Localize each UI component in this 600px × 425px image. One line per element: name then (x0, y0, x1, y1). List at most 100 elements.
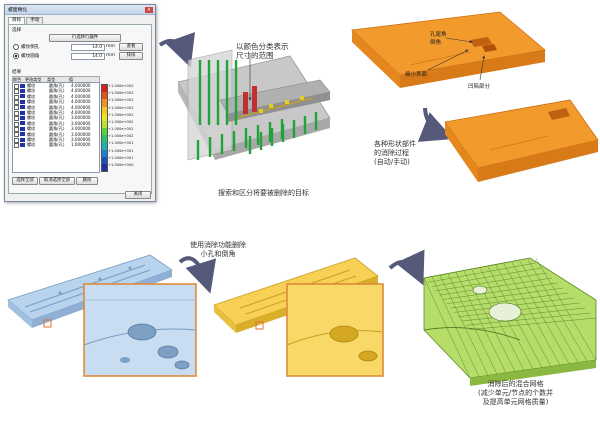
color-scale-segment (102, 156, 107, 164)
arrange-button[interactable]: 排排 (119, 52, 143, 60)
result-row[interactable]: 螺纹圆角(孔)3.000000 (13, 126, 99, 132)
dialog-close-button[interactable]: 关闭 (125, 191, 151, 199)
row-name: 螺纹 (27, 115, 36, 121)
row-type: 圆角(孔) (49, 99, 65, 105)
mesh-line (431, 267, 542, 287)
row-checkbox[interactable] (14, 132, 19, 138)
result-row[interactable]: 螺纹圆角(孔)4.000000 (13, 93, 99, 100)
label-pit: 凹陷部分 (468, 84, 491, 90)
row-value: 4.000000 (71, 88, 91, 94)
tab-manual[interactable]: 手动 (26, 17, 44, 24)
mesh-line (427, 262, 536, 283)
chamfer-unit: mm (106, 44, 115, 49)
result-row[interactable]: 螺纹圆角(孔)4.000000 (13, 99, 99, 105)
dialog-panel: 选择 行选择行器件 螺纹倒孔 14.0 mm 查看 螺纹圆角 14.0 mm 排… (8, 24, 152, 194)
row-checkbox[interactable] (14, 121, 19, 127)
row-name: 螺纹 (27, 109, 36, 115)
orange-plate-before (351, 11, 546, 88)
pointer-small-face (427, 49, 469, 71)
row-checkbox[interactable] (14, 116, 19, 122)
row-color-swatch (20, 110, 25, 115)
result-row[interactable]: 螺纹圆角(孔)3.000000 (13, 120, 99, 127)
result-row[interactable]: 螺纹圆角(孔)3.000000 (13, 136, 99, 143)
row-checkbox[interactable] (14, 105, 19, 111)
color-scale-label: +1.000e+001 (108, 155, 134, 160)
mesh-line (439, 277, 553, 296)
chamfer-value-input[interactable]: 14.0 (71, 44, 105, 51)
mesh-line (439, 275, 489, 376)
color-scale-segment (102, 135, 107, 143)
radio-thread-fillet[interactable] (13, 53, 19, 59)
row-checkbox[interactable] (14, 94, 19, 100)
result-row[interactable]: 螺纹圆角(孔)3.000000 (13, 131, 99, 138)
mesh-line (446, 287, 564, 304)
caption-search-target: 搜索和区分将要被删除的目标 (218, 189, 309, 197)
mesh-holes (423, 285, 522, 341)
view-button[interactable]: 查看 (119, 43, 143, 51)
deselect-all-button[interactable]: 取消选择全部 (39, 177, 75, 185)
result-row[interactable]: 螺纹圆角(孔)3.000000 (13, 115, 99, 122)
row-checkbox[interactable] (14, 143, 19, 149)
result-row[interactable]: 螺纹圆角(孔)4.000000 (13, 83, 99, 89)
color-scale-segment (102, 163, 107, 172)
row-name: 螺纹 (27, 93, 36, 99)
option-thread-fillet[interactable]: 螺纹圆角 (13, 53, 39, 59)
row-checkbox[interactable] (14, 110, 19, 116)
result-row[interactable]: 螺纹圆角(孔)4.000000 (13, 105, 99, 111)
tab-target[interactable]: 目标 (8, 17, 26, 24)
row-checkbox[interactable] (14, 89, 19, 95)
dialog-title: 螺面精化 (8, 8, 28, 13)
mesh-line (511, 262, 570, 364)
group-result-label: 结果 (12, 70, 22, 75)
row-color-swatch (20, 142, 25, 147)
caption-use-removal: 使用消除功能删除 小孔和倒角 (190, 241, 246, 258)
row-type: 圆角(孔) (49, 120, 65, 126)
mesh-line (423, 257, 531, 279)
row-checkbox[interactable] (14, 99, 19, 105)
delete-button[interactable]: 删除 (76, 177, 98, 185)
color-scale-label: +1.000e+002 (108, 105, 134, 110)
row-checkbox[interactable] (14, 83, 19, 89)
select-part-button[interactable]: 行选择行器件 (49, 34, 121, 42)
row-value: 4.000000 (71, 99, 91, 105)
fillet-value-input[interactable]: 14.0 (71, 53, 105, 60)
blue-plate-zoom (83, 283, 197, 377)
result-row[interactable]: 螺纹圆角(孔)4.000000 (13, 88, 99, 95)
row-color-swatch (20, 137, 25, 142)
label-fillet-top: 孔尾角 倒角 (430, 32, 447, 46)
row-type: 圆角(孔) (49, 126, 65, 132)
option-thread-chamfer[interactable]: 螺纹倒孔 (13, 44, 39, 50)
select-all-button[interactable]: 选择全部 (12, 177, 38, 185)
radio-thread-chamfer[interactable] (13, 44, 19, 50)
color-scale-label: +1.000e+002 (108, 98, 134, 103)
row-value: 3.000000 (71, 136, 91, 142)
row-name: 螺纹 (27, 142, 36, 148)
caption-mesh-result: 消除后的混合网格 (减少单元/节点的个数并 及提高单元网格质量) (478, 380, 554, 406)
caption-color-classify: 以颜色分类表示 尺寸的范围 (236, 42, 289, 60)
mesh-line (447, 273, 498, 375)
row-color-swatch (20, 126, 25, 131)
close-icon[interactable]: × (145, 6, 153, 13)
row-checkbox[interactable] (14, 137, 19, 143)
color-scale-label: +1.000e+001 (108, 141, 134, 146)
row-checkbox[interactable] (14, 126, 19, 132)
mesh-line (455, 272, 507, 373)
color-scale-bar (101, 84, 108, 172)
row-color-swatch (20, 88, 25, 93)
result-row[interactable]: 螺纹 圆角(孔) 4.000000 (13, 109, 99, 116)
mesh-line (469, 317, 597, 330)
yellow-plate-zoom (286, 283, 384, 377)
row-type: 圆角(孔) (49, 109, 65, 115)
row-type: 圆角(孔) (49, 136, 65, 142)
mesh-line (503, 263, 561, 366)
row-color-swatch (20, 132, 25, 137)
caption-removal-process: 各种形状部件 的消除过程 (自动/手动) (374, 140, 416, 166)
result-row[interactable]: 螺纹圆角(孔)1.000000 (13, 142, 99, 149)
row-color-swatch (20, 105, 25, 110)
row-type: 圆角(孔) (49, 131, 65, 137)
row-color-swatch (20, 121, 25, 126)
group-choose-label: 选择 (12, 28, 22, 33)
pointer-pit (479, 55, 486, 81)
row-value: 4.000000 (71, 109, 91, 115)
